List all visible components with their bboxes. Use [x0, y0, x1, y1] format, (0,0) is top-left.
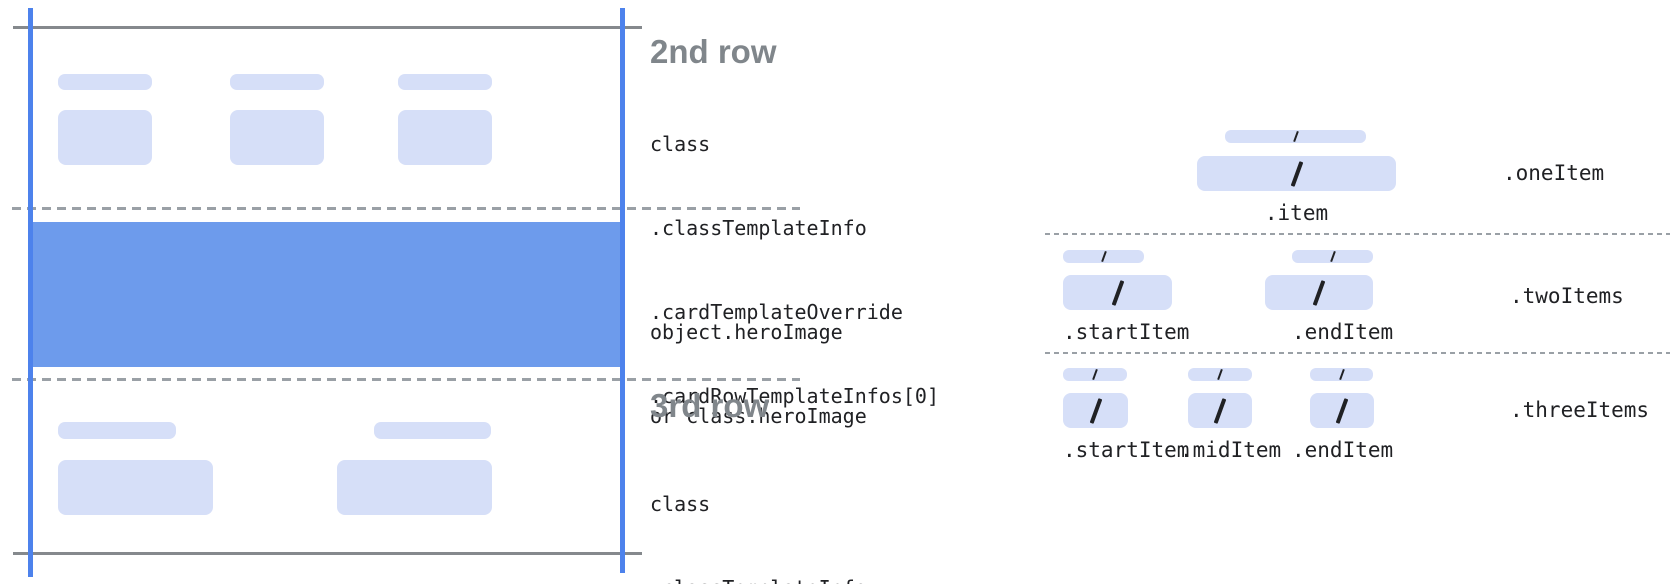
slash-icon [1111, 279, 1124, 306]
slash-icon [1329, 250, 1336, 263]
two-items-start-label-bar [1063, 250, 1144, 263]
code-line: .cardRowTemplateInfos[0] [650, 384, 939, 408]
item-layout-divider-dashed-line [1045, 233, 1670, 235]
two-items-start-label: .startItem [1063, 320, 1190, 344]
three-items-start-value-bar [1063, 393, 1128, 428]
card-bottom-border-line [13, 552, 642, 555]
three-items-end-label-bar [1310, 368, 1373, 381]
row3-start-value-placeholder [58, 460, 213, 515]
third-row-code-block: class .classTemplateInfo .cardTemplateOv… [650, 434, 939, 584]
one-item-label-bar [1225, 130, 1366, 143]
row2-col2-value-placeholder [230, 110, 324, 165]
card-left-guide-line [28, 8, 33, 577]
row-divider-dashed-line-bottom [12, 378, 800, 381]
three-items-mid-label-bar [1188, 368, 1252, 381]
code-line: .cardTemplateOverride [650, 300, 903, 324]
two-items-start-value-bar [1063, 275, 1172, 310]
second-row-heading: 2nd row [650, 33, 777, 70]
three-items-mid-value-bar [1188, 393, 1252, 428]
card-right-guide-line [620, 8, 625, 573]
slash-icon [1312, 279, 1326, 306]
three-items-row-label: .threeItems [1510, 398, 1650, 422]
three-items-mid-label: .midItem [1180, 438, 1282, 462]
code-line: object.heroImage [650, 320, 843, 344]
third-row-heading: 3rd row [650, 387, 770, 424]
one-item-row-label: .oneItem [1503, 161, 1605, 185]
slash-icon [1217, 368, 1223, 381]
two-items-end-value-bar [1265, 275, 1373, 310]
hero-image-band [30, 222, 622, 367]
one-item-value-bar [1197, 156, 1396, 191]
three-items-end-value-bar [1310, 393, 1374, 428]
card-top-border-line [13, 26, 642, 29]
row-divider-dashed-line-top [12, 207, 800, 210]
row3-end-value-placeholder [337, 460, 492, 515]
three-items-start-label-bar [1063, 368, 1127, 381]
row2-col3-value-placeholder [398, 110, 492, 165]
two-items-end-label-bar [1292, 250, 1373, 263]
slash-icon [1290, 160, 1303, 187]
row3-start-label-placeholder [58, 422, 176, 439]
three-items-start-label: .startItem [1063, 438, 1190, 462]
row3-end-label-placeholder [374, 422, 491, 439]
slash-icon [1100, 250, 1107, 263]
one-item-item-label: .item [1264, 201, 1329, 225]
code-line: class [650, 132, 711, 156]
row2-col2-label-placeholder [230, 74, 324, 90]
slash-icon [1335, 397, 1349, 424]
code-line: or class.heroImage [650, 404, 867, 428]
code-line: .classTemplateInfo [650, 216, 867, 240]
item-layout-divider-dashed-line [1045, 352, 1670, 354]
row2-col1-label-placeholder [58, 74, 152, 90]
slash-icon [1089, 397, 1102, 424]
slash-icon [1292, 130, 1299, 143]
slash-icon [1092, 368, 1098, 381]
slash-icon [1338, 368, 1345, 381]
code-line: .classTemplateInfo [650, 574, 939, 584]
second-row-code-block: class .classTemplateInfo .cardTemplateOv… [650, 74, 939, 466]
two-items-end-label: .endItem [1292, 320, 1394, 344]
three-items-end-label: .endItem [1292, 438, 1394, 462]
two-items-row-label: .twoItems [1510, 284, 1624, 308]
slash-icon [1213, 397, 1227, 424]
row2-col1-value-placeholder [58, 110, 152, 165]
hero-image-code-block: object.heroImage or class.heroImage [650, 262, 867, 486]
code-line: class [650, 492, 711, 516]
row2-col3-label-placeholder [398, 74, 492, 90]
